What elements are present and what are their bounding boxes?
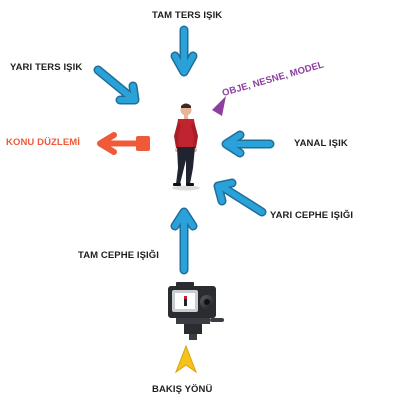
label-yari-cephe-isigi: YARI CEPHE IŞIĞI — [270, 210, 354, 221]
arrow-yanal-isik — [221, 130, 275, 158]
yellow-arrowhead-icon — [174, 344, 198, 374]
arrow-yari-cephe-isigi — [213, 178, 267, 217]
label-yanal-isik: YANAL IŞIK — [294, 138, 348, 149]
arrow-yari-ters-isik — [93, 65, 140, 105]
label-tam-cephe-isigi: TAM CEPHE IŞIĞI — [78, 250, 160, 261]
arrow-tam-ters-isik — [170, 25, 198, 77]
arrow-tam-cephe-isigi — [170, 207, 198, 275]
camera-on-tripod-icon — [168, 282, 224, 340]
person-icon — [172, 103, 200, 191]
purple-pointer-icon — [212, 96, 226, 116]
arrow-konu-duzlemi — [97, 132, 150, 155]
label-konu-duzlemi: KONU DÜZLEMİ — [6, 137, 81, 148]
label-tam-ters-isik: TAM TERS IŞIK — [152, 10, 223, 21]
label-yari-ters-isik: YARI TERS IŞIK — [10, 62, 83, 73]
label-bakis-yonu: BAKIŞ YÖNÜ — [152, 384, 213, 395]
